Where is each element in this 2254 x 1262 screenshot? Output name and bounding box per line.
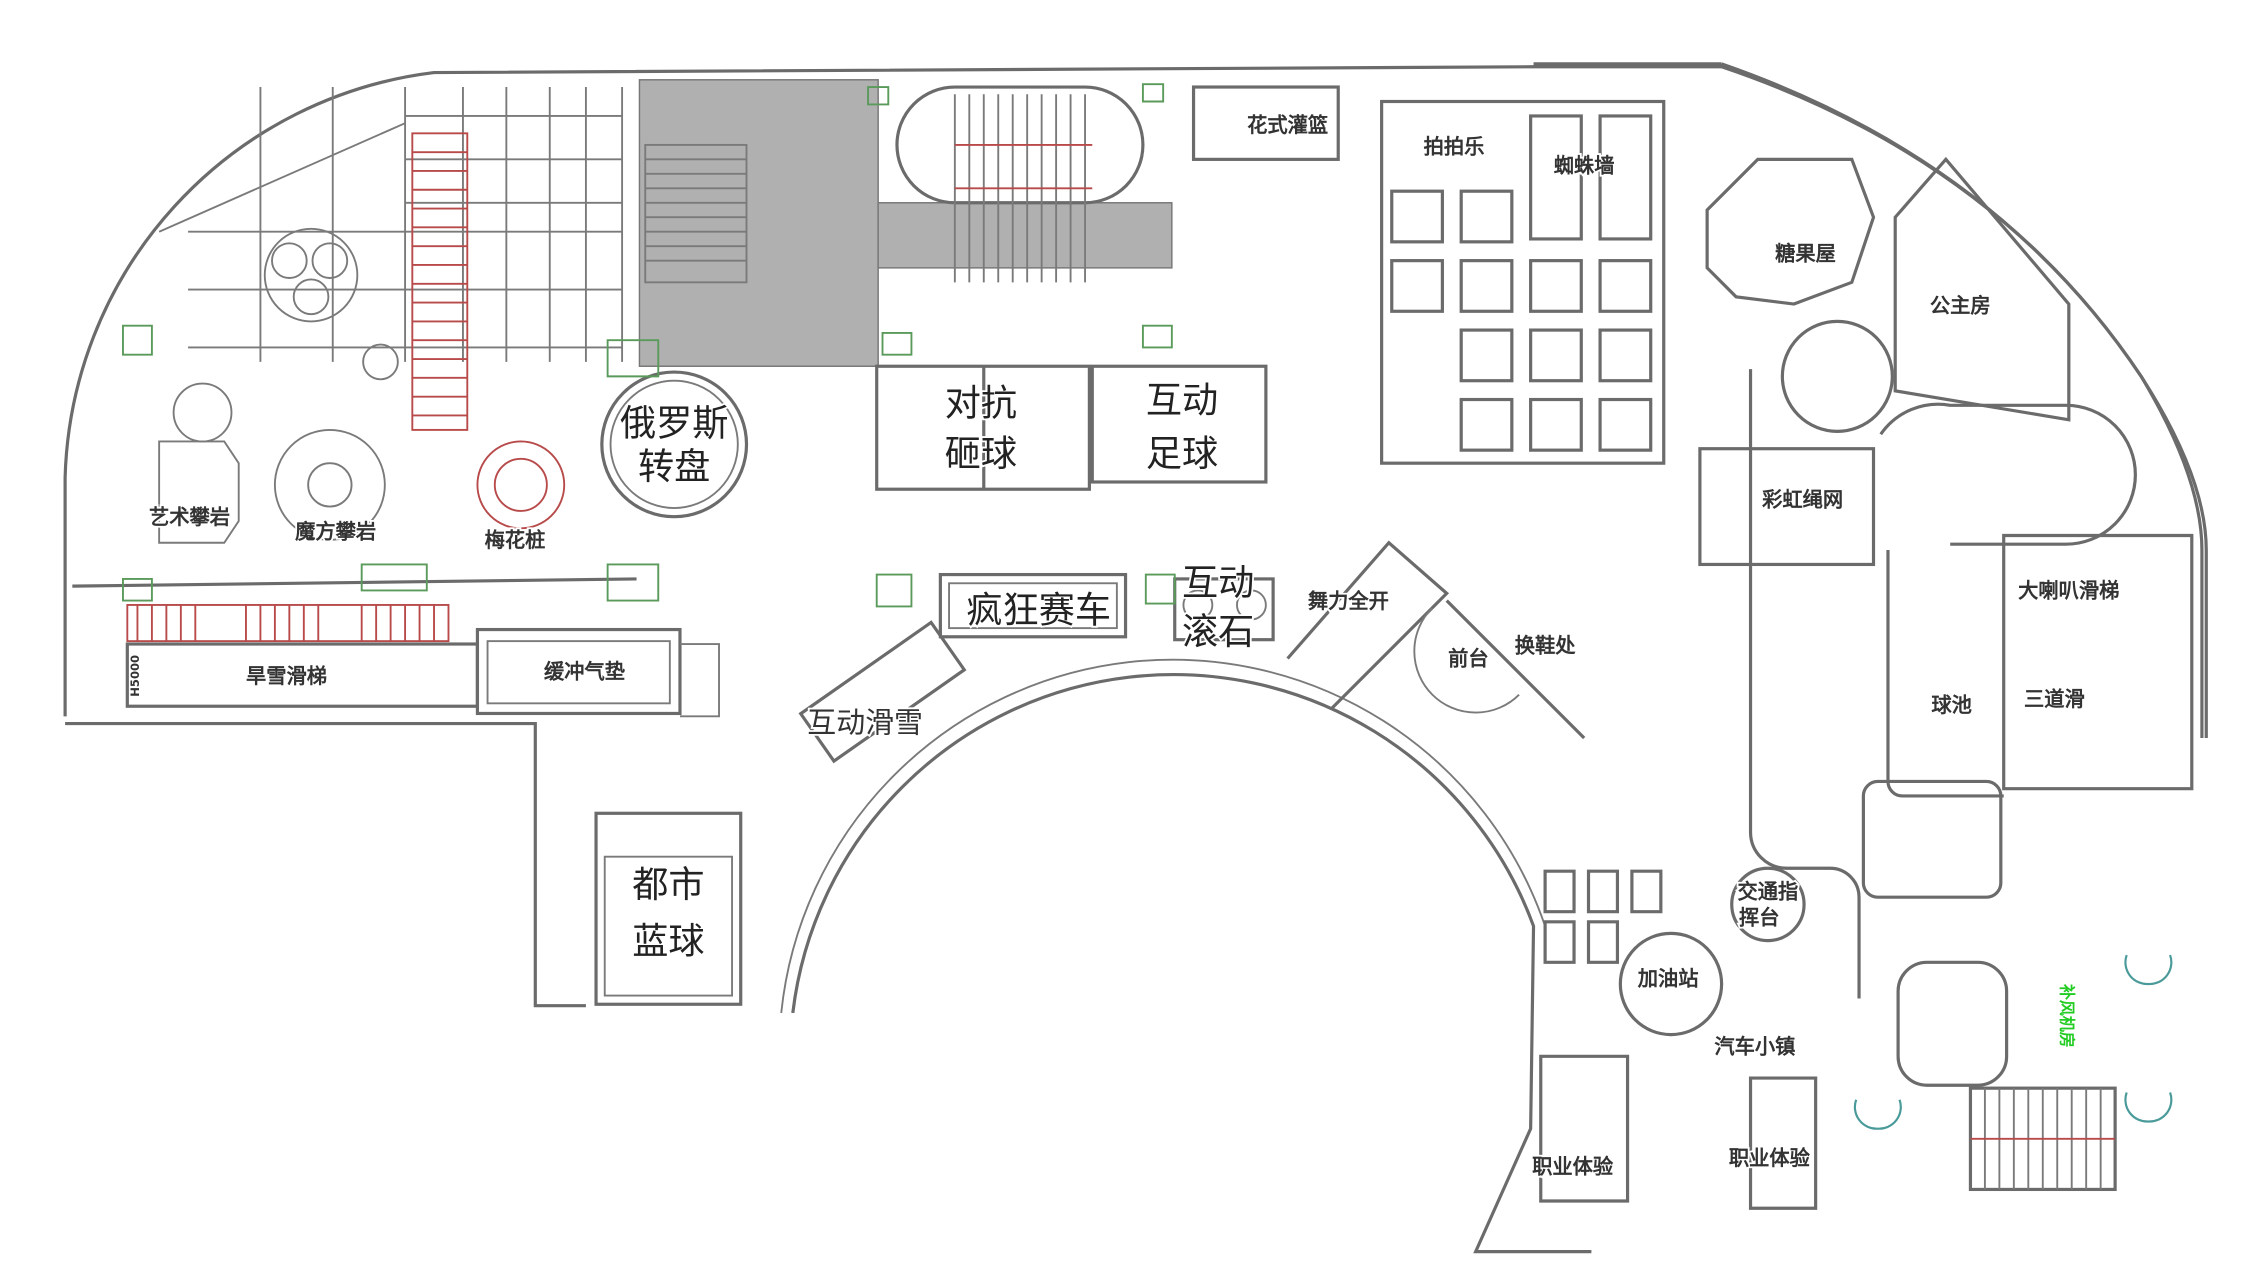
top-right-area	[1191, 85, 2194, 1210]
label-traffic-podium-2: 挥台	[1739, 906, 1780, 930]
left-play-area	[122, 87, 749, 602]
label-turntable-2: 转盘	[638, 445, 710, 488]
label-football-1: 互动	[1146, 379, 1218, 422]
label-rainbow-net: 彩虹绳网	[1761, 488, 1843, 512]
central-arc-wall	[791, 673, 1592, 1254]
label-gas-station: 加油站	[1637, 966, 1699, 990]
label-city-basketball-1: 都市	[632, 863, 704, 906]
label-spider-wall: 蜘蛛墙	[1554, 153, 1615, 177]
label-ball-pool: 球池	[1931, 693, 1972, 717]
label-trumpet-slide: 大喇叭滑梯	[2018, 579, 2119, 603]
outer-walls	[63, 62, 2208, 1008]
label-candy-house: 糖果屋	[1775, 242, 1836, 266]
dry-snow-slide-area	[125, 604, 720, 718]
label-plum-piles: 梅花桩	[485, 528, 546, 552]
label-princess-room: 公主房	[1930, 294, 1991, 318]
label-air-cushion: 缓冲气垫	[544, 660, 626, 684]
label-smash-ball-1: 对抗	[945, 381, 1017, 424]
center-attractions	[594, 364, 1586, 1006]
label-dry-snow-slide: 旱雪滑梯	[246, 664, 327, 688]
label-fancy-dunk: 花式灌篮	[1247, 113, 1328, 137]
label-shoe-change: 换鞋处	[1515, 634, 1577, 658]
label-football-2: 足球	[1146, 432, 1218, 475]
label-plant-room: 补风机房	[2058, 983, 2077, 1048]
label-rolling-stone-2: 滚石	[1182, 610, 1254, 653]
stairs-main	[638, 79, 1173, 367]
label-crazy-racing: 疯狂赛车	[966, 588, 1111, 631]
label-career-experience-1: 职业体验	[1532, 1155, 1614, 1179]
label-slide-height: H5000	[128, 655, 142, 697]
label-clap-fun: 拍拍乐	[1424, 135, 1485, 159]
label-career-experience-2: 职业体验	[1729, 1146, 1811, 1170]
label-dance: 舞力全开	[1308, 589, 1389, 613]
label-turntable-1: 俄罗斯	[620, 402, 728, 445]
label-city-basketball-2: 蓝球	[632, 920, 704, 963]
label-traffic-podium-1: 交通指	[1738, 880, 1799, 904]
zone-labels: 花式灌篮 拍拍乐 蜘蛛墙 糖果屋 公主房 对抗 砸球 互动 足球 俄罗斯 转盘 …	[128, 111, 2121, 1180]
label-cube-climbing: 魔方攀岩	[295, 519, 376, 543]
label-rolling-stone-1: 互动	[1182, 561, 1254, 604]
label-front-desk: 前台	[1448, 647, 1489, 671]
label-interactive-skiing: 互动滑雪	[807, 705, 923, 739]
label-triple-slide: 三道滑	[2024, 687, 2085, 711]
label-car-town: 汽车小镇	[1714, 1034, 1795, 1058]
label-art-climbing: 艺术攀岩	[149, 505, 230, 529]
label-smash-ball-2: 砸球	[945, 432, 1017, 475]
